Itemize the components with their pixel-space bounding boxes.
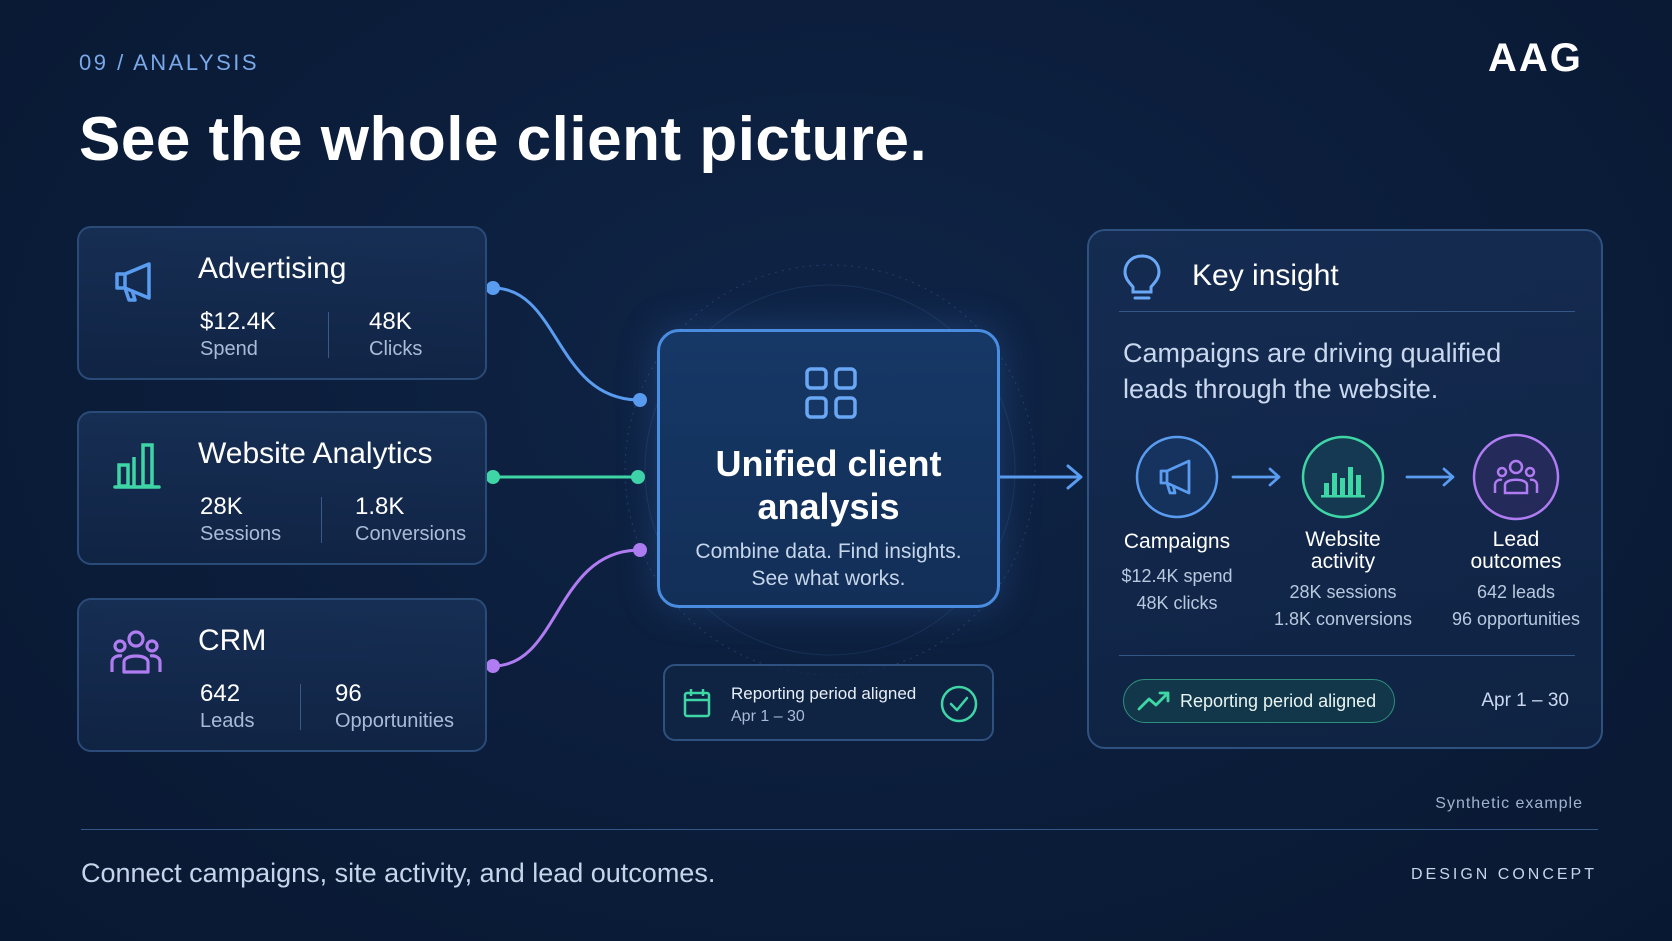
connector-to-insight — [998, 464, 1083, 490]
reporting-period-pill: Reporting period aligned — [1123, 679, 1395, 723]
metric-value: 28K — [200, 493, 243, 520]
step-detail-line: 642 leads — [1476, 582, 1556, 602]
connector-advertising — [492, 286, 641, 402]
step-detail-line: 1.8K conversions — [1273, 609, 1413, 629]
section-label: 09 / ANALYSIS — [79, 50, 260, 75]
synthetic-note: Synthetic example — [1435, 795, 1583, 812]
insight-divider — [1119, 311, 1575, 312]
connector-crm — [492, 548, 641, 668]
metric-label: Sessions — [200, 523, 282, 545]
footer-divider — [81, 829, 1598, 830]
insight-date: Apr 1 – 30 — [1481, 690, 1569, 711]
step-detail-website: 28K sessions 1.8K conversions — [1253, 579, 1433, 633]
bar-chart-icon — [113, 443, 161, 489]
metric-value: 1.8K — [355, 493, 405, 520]
metric-divider — [328, 312, 329, 358]
page-title: See the whole client picture. — [79, 105, 928, 174]
step-circle-website — [1301, 435, 1385, 519]
megaphone-icon — [115, 262, 151, 302]
pill-label: Reporting period aligned — [1180, 691, 1377, 711]
megaphone-icon — [1159, 459, 1191, 495]
metric-label: Conversions — [355, 523, 467, 545]
source-title: CRM — [198, 624, 267, 657]
center-subtitle-line: Combine data. Find insights. — [695, 540, 962, 563]
step-label-line: Campaigns — [1123, 530, 1231, 553]
step-label-line: Lead — [1492, 528, 1540, 551]
step-detail-line: 96 opportunities — [1451, 609, 1581, 629]
center-title-line: Unified client — [715, 443, 942, 484]
connector-dot-crm-end — [633, 543, 647, 557]
lightbulb-icon — [1123, 254, 1161, 300]
step-detail-campaigns: $12.4K spend 48K clicks — [1097, 563, 1257, 617]
metric-label: Spend — [200, 338, 258, 360]
design-concept-label: DESIGN CONCEPT — [1410, 866, 1597, 883]
reporting-period-box: Reporting period aligned Apr 1 – 30 — [663, 664, 994, 741]
step-label-campaigns: Campaigns — [1107, 531, 1247, 553]
people-icon — [1493, 459, 1539, 495]
center-title-line: analysis — [757, 486, 900, 527]
step-detail-line: $12.4K spend — [1121, 566, 1233, 586]
source-title: Website Analytics — [198, 437, 433, 470]
metric-label: Opportunities — [335, 710, 454, 732]
step-label-website: Website activity — [1273, 529, 1413, 573]
connector-dot-website-start — [486, 470, 500, 484]
metric-label: Clicks — [369, 338, 423, 360]
center-title: Unified client analysis — [660, 442, 997, 528]
insight-flow — [1135, 433, 1560, 521]
metric-divider — [321, 497, 322, 543]
step-label-line: activity — [1310, 550, 1376, 573]
center-subtitle: Combine data. Find insights. See what wo… — [660, 538, 997, 592]
metric-value: 642 — [200, 680, 241, 707]
connector-dot-crm-start — [486, 659, 500, 673]
connector-dot-advertising-end — [633, 393, 647, 407]
bar-chart-icon — [1321, 467, 1365, 498]
metric-divider — [300, 684, 301, 730]
check-circle-icon — [940, 685, 978, 723]
step-detail-line: 28K sessions — [1289, 582, 1397, 602]
metric-value: $12.4K — [200, 308, 277, 335]
footer-tagline: Connect campaigns, site activity, and le… — [81, 858, 716, 888]
calendar-icon — [683, 689, 711, 718]
step-label-line: Website — [1305, 528, 1381, 551]
step-circle-leads — [1472, 433, 1560, 521]
arrow-right-icon — [1405, 467, 1455, 487]
source-card-advertising: Advertising $12.4K Spend 48K Clicks — [77, 226, 487, 380]
metric-value: 96 — [335, 680, 362, 707]
step-label-leads: Lead outcomes — [1446, 529, 1586, 573]
step-label-line: outcomes — [1470, 550, 1562, 573]
step-circle-campaigns — [1135, 435, 1219, 519]
source-card-crm: CRM 642 Leads 96 Opportunities — [77, 598, 487, 752]
source-card-website-analytics: Website Analytics 28K Sessions 1.8K Conv… — [77, 411, 487, 565]
people-icon — [110, 630, 162, 674]
insight-divider — [1119, 655, 1575, 656]
insight-body: Campaigns are driving qualified leads th… — [1123, 338, 1502, 404]
step-detail-line: 48K clicks — [1136, 593, 1218, 613]
metric-label: Leads — [200, 710, 255, 732]
metric-value: 48K — [369, 308, 412, 335]
key-insight-panel: Key insight Campaigns are driving qualif… — [1087, 229, 1603, 749]
period-label: Reporting period aligned — [731, 684, 917, 703]
trend-up-icon — [1137, 691, 1170, 711]
brand-logo: AAG — [1488, 36, 1583, 80]
center-subtitle-line: See what works. — [751, 567, 906, 590]
arrow-right-icon — [1231, 467, 1281, 487]
insight-title: Key insight — [1192, 259, 1339, 292]
connector-dot-advertising-start — [486, 281, 500, 295]
unified-analysis-card: Unified client analysis Combine data. Fi… — [657, 329, 1000, 608]
source-title: Advertising — [198, 252, 347, 285]
grid-icon — [805, 367, 857, 419]
connector-dot-website-end — [631, 470, 645, 484]
period-range: Apr 1 – 30 — [731, 708, 805, 725]
step-detail-leads: 642 leads 96 opportunities — [1426, 579, 1606, 633]
